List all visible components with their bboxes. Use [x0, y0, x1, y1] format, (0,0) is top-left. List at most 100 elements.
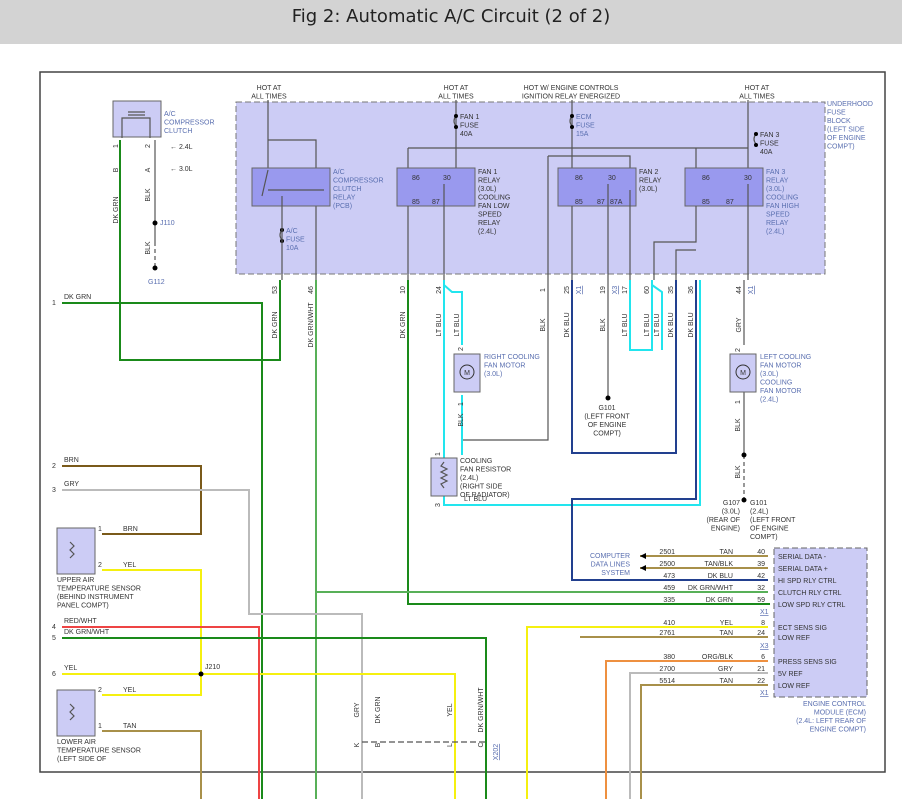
ground-g112-icon: [152, 265, 158, 271]
fuse-block-label-line: OF ENGINE: [827, 135, 866, 142]
relay-label: SPEED: [478, 212, 502, 219]
sensor-label: (LEFT SIDE OF: [57, 756, 106, 763]
wire-label: ORG/BLK: [702, 654, 733, 661]
ecm-signal: LOW SPD RLY CTRL: [778, 602, 846, 609]
circuit-number: 473: [663, 573, 675, 580]
wire-label: DK GRN/WHT: [64, 629, 110, 636]
pin-number: 24: [436, 286, 443, 294]
pin-number: 35: [668, 286, 675, 294]
pin-label: L: [447, 743, 454, 747]
relay-label: A/C: [333, 169, 345, 176]
left-cooling-fan-motor: [729, 353, 757, 393]
pin-label: 1: [98, 526, 102, 533]
circuit-number: 5514: [659, 678, 675, 685]
lower-air-temp-sensor: [56, 689, 96, 737]
circuit-number: 2761: [659, 630, 675, 637]
wire-label: DK GRN/WHT: [308, 302, 315, 348]
pin-number: 22: [757, 678, 765, 685]
ground-label: (3.0L): [722, 509, 740, 516]
thermistor-icon: [69, 541, 75, 559]
ground-label: OF ENGINE: [588, 422, 627, 429]
clutch-label: COMPRESSOR: [164, 120, 215, 127]
ecm-signal: LOW REF: [778, 635, 810, 642]
figure-header: Fig 2: Automatic A/C Circuit (2 of 2): [0, 0, 902, 44]
wire-410-yel: [526, 626, 768, 799]
clutch-label: A/C: [164, 111, 176, 118]
ecm-signal: 5V REF: [778, 671, 803, 678]
power-label: HOT AT: [257, 85, 282, 92]
wire-label: BRN: [64, 457, 79, 464]
pin-number: 2: [52, 463, 56, 470]
power-label: ALL TIMES: [438, 94, 474, 101]
wire-label: GRY: [354, 702, 361, 717]
ac-relay-contacts: [261, 169, 324, 280]
wire-label: BLK: [145, 241, 152, 255]
motor-label: FAN MOTOR: [760, 363, 801, 370]
variant-label: ← 2.4L: [170, 144, 193, 151]
ground-label: (LEFT FRONT: [584, 414, 630, 421]
relay-label: (2.4L): [766, 229, 784, 236]
ground-label: COMPT): [750, 534, 778, 541]
wire-lt-blu-motor: [443, 284, 463, 345]
pin-number: 10: [400, 286, 407, 294]
splice-j110: [152, 220, 158, 226]
wire-10-dk-grn: [407, 280, 770, 605]
relay-pin: 30: [744, 175, 752, 182]
fuse-label: ECM: [576, 114, 592, 121]
relay-label: CLUTCH: [333, 186, 361, 193]
relay-pin: 30: [443, 175, 451, 182]
wire-label: YEL: [123, 687, 136, 694]
pin-label: B: [375, 742, 382, 747]
relay-label: RELAY: [333, 195, 356, 202]
wire-label: LT BLU: [654, 313, 661, 336]
wire-5514-tan: [640, 684, 768, 799]
circuit-number: 335: [663, 597, 675, 604]
motor-icon: [735, 364, 751, 380]
relay-label: (2.4L): [478, 229, 496, 236]
ecm-signal: HI SPD RLY CTRL: [778, 578, 837, 585]
relay-pin: 86: [575, 175, 583, 182]
wire-label: DK BLU: [668, 312, 675, 337]
wire-label: BLK: [458, 413, 465, 427]
pin-number: 40: [757, 549, 765, 556]
pin-label: 1: [435, 452, 442, 456]
pin-number: 19: [600, 286, 607, 294]
fuse-fan1: [453, 114, 458, 129]
pin-number: 24: [757, 630, 765, 637]
pin-number: 17: [622, 286, 629, 294]
engine-control-module: [773, 547, 868, 698]
wire-label: BLK: [540, 318, 547, 332]
power-label: ALL TIMES: [739, 94, 775, 101]
pin-number: 1: [52, 300, 56, 307]
wire-380-org-blk: [605, 660, 768, 799]
pin-number: 36: [688, 286, 695, 294]
feed-ac-relay: [267, 100, 317, 280]
relay-label: FAN HIGH: [766, 203, 799, 210]
fuse-label: 10A: [286, 245, 299, 252]
fan1-relay: [396, 167, 476, 207]
upper-air-temp-sensor: [56, 527, 96, 575]
ecm-signal: CLUTCH RLY CTRL: [778, 590, 842, 597]
pin-label: 2: [98, 687, 102, 694]
ecm-signal: ECT SENS SIG: [778, 625, 827, 632]
relay-label: FAN 3: [766, 169, 786, 176]
fuse-fan3: [753, 132, 758, 147]
wire-label: DK BLU: [708, 573, 733, 580]
wire-label: GRY: [718, 666, 733, 673]
wire-pin1-dk-grn: [62, 302, 263, 799]
wire-label: DK BLU: [688, 312, 695, 337]
fuse-block-label-line: (LEFT SIDE: [827, 127, 865, 134]
motor-icon: [459, 364, 475, 380]
fuse-ecm: [569, 114, 574, 129]
wire-label: TAN: [720, 630, 733, 637]
wire-label: DK GRN: [375, 696, 382, 723]
wire-label: TAN: [720, 549, 733, 556]
pin-label: B: [113, 167, 120, 172]
right-cooling-fan-motor: [453, 353, 481, 393]
